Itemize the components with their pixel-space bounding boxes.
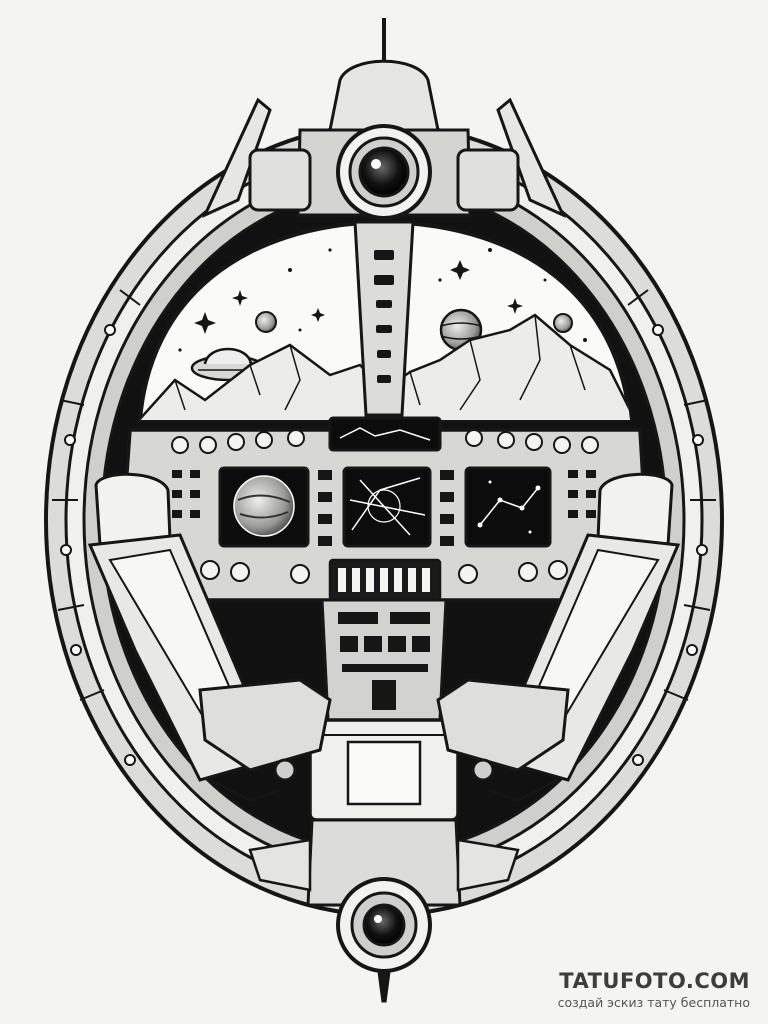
- copilot-seat-right: [436, 472, 681, 802]
- moon-far-right: [553, 313, 573, 333]
- cockpit-viewport: [137, 219, 633, 422]
- mountain-range: [140, 313, 630, 420]
- pilot-seat-left: [87, 472, 332, 802]
- watermark-brand[interactable]: TATUFOTO.COM: [559, 969, 750, 993]
- side-fins: [201, 97, 567, 219]
- planet-small-left: [255, 311, 277, 333]
- watermark: TATUFOTO.COM создай эскиз тату бесплатно: [558, 969, 750, 1010]
- bottom-nose-module: [248, 818, 520, 1003]
- stars: [178, 248, 587, 352]
- screen-right-starmap: [464, 466, 552, 548]
- center-window-strut: [353, 220, 415, 417]
- watermark-tagline: создай эскиз тату бесплатно: [557, 995, 750, 1010]
- center-console: [308, 598, 460, 822]
- top-nose-module: [248, 18, 520, 220]
- dashboard: [116, 416, 652, 602]
